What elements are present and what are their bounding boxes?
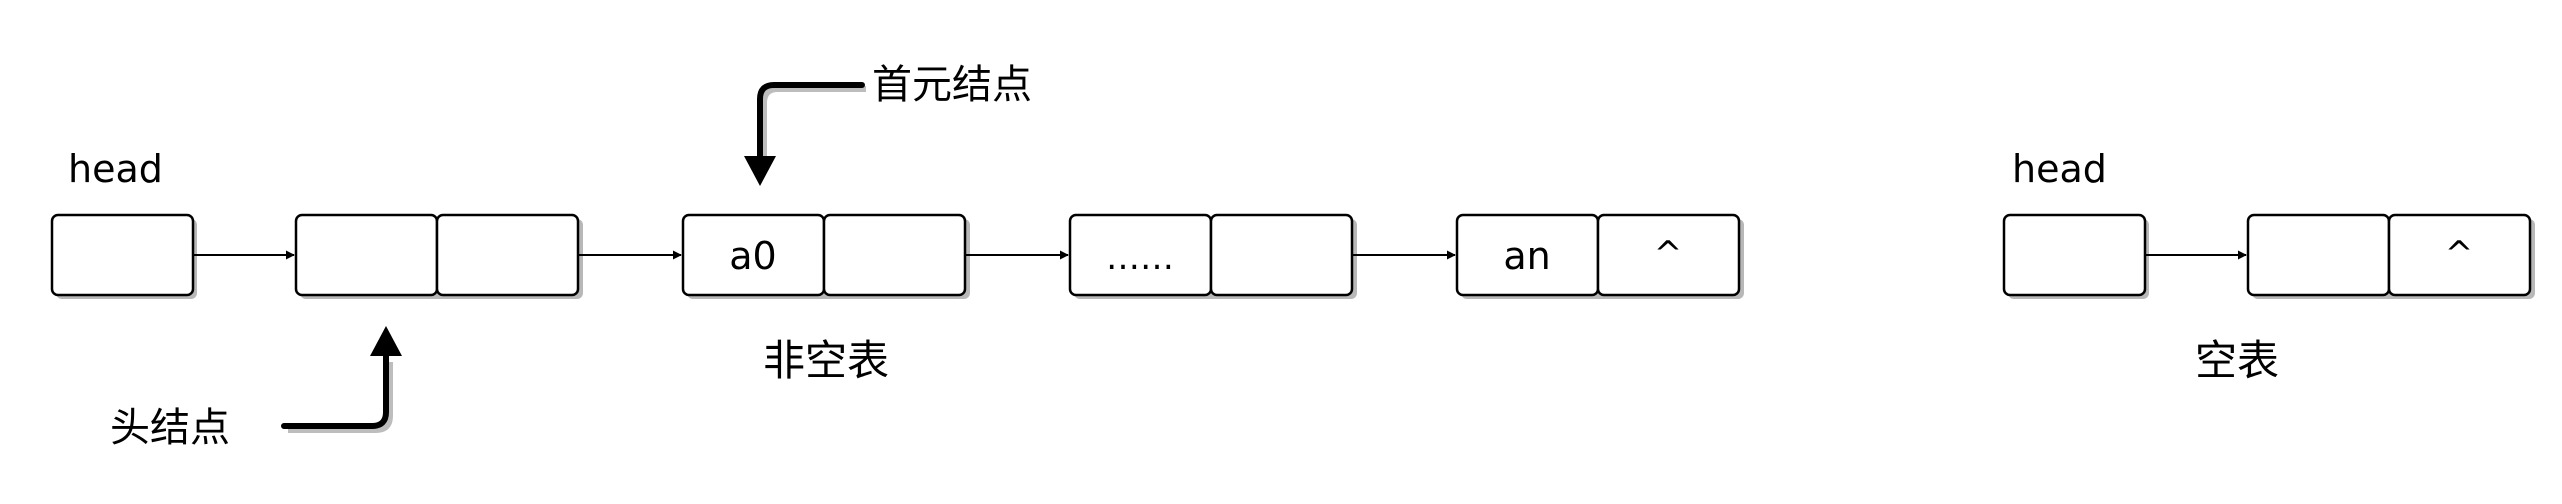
head-pointer-cell: [50, 213, 195, 297]
first-element-callout: 首元结点: [744, 62, 1032, 186]
empty-null-marker: ^: [2445, 234, 2474, 274]
an-next-cell: [1596, 213, 1741, 297]
an-label: an: [1503, 234, 1550, 278]
first-element-callout-label: 首元结点: [872, 62, 1032, 108]
empty-head-pointer-node: [2002, 213, 2149, 299]
empty-head-node-next-cell: [2387, 213, 2532, 297]
head-node: [294, 213, 583, 299]
first-element-callout-arrowhead: [744, 156, 776, 186]
an-null-marker: ^: [1654, 234, 1683, 274]
a0-next-cell: [822, 213, 967, 297]
a0-label: a0: [729, 234, 776, 278]
first-element-node: a0: [681, 213, 970, 299]
head-node-callout-arrowhead: [370, 326, 402, 356]
head-node-callout-label: 头结点: [110, 405, 230, 451]
nonempty-list-caption: 非空表: [763, 336, 889, 385]
empty-head-pointer-cell: [2002, 213, 2147, 297]
nonempty-head-label: head: [68, 147, 163, 191]
empty-list-caption: 空表: [2195, 336, 2279, 385]
head-node-next-cell: [435, 213, 580, 297]
head-node-callout: 头结点: [110, 326, 402, 451]
empty-head-node: ^: [2246, 213, 2535, 299]
ellipsis-node: ……: [1068, 213, 1357, 299]
head-pointer-node: [50, 213, 197, 299]
ellipsis-label: ……: [1106, 238, 1174, 278]
ellipsis-next-cell: [1209, 213, 1354, 297]
last-element-node: an ^: [1455, 213, 1744, 299]
empty-head-label: head: [2012, 147, 2107, 191]
head-node-data-cell: [294, 213, 439, 297]
empty-head-node-data-cell: [2246, 213, 2391, 297]
